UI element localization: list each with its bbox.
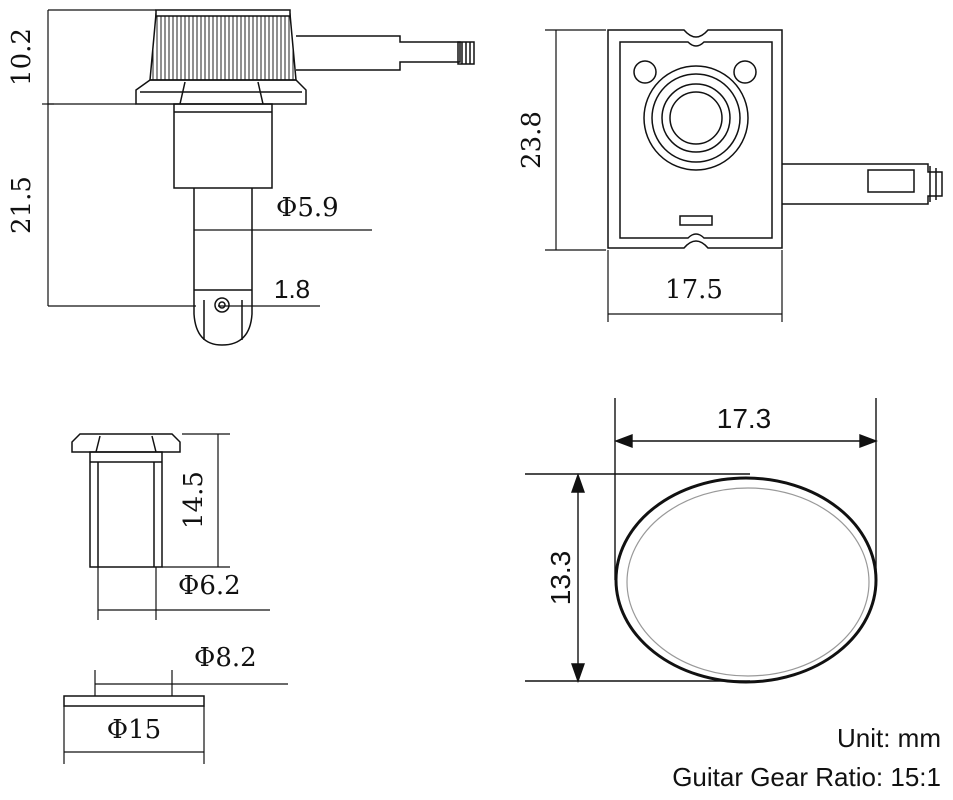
dim-bushing-diameter: Φ6.2 bbox=[178, 571, 241, 601]
bushing-view bbox=[71, 433, 181, 568]
dim-button-height: 13.3 bbox=[545, 551, 576, 606]
bushing-dimension-lines bbox=[97, 433, 270, 620]
dim-washer-outer: Φ15 bbox=[107, 715, 161, 745]
gear-ratio-note: Guitar Gear Ratio: 15:1 bbox=[672, 762, 941, 792]
unit-note: Unit: mm bbox=[837, 723, 941, 753]
dim-button-width: 17.3 bbox=[717, 403, 772, 434]
dim-head-height: 10.2 bbox=[7, 28, 37, 86]
tuner-side-view bbox=[135, 9, 475, 346]
button-dimension-lines bbox=[525, 398, 878, 684]
dim-post-diameter: Φ5.9 bbox=[276, 193, 339, 223]
dim-washer-inner: Φ8.2 bbox=[194, 643, 257, 673]
dim-hole: 1.8 bbox=[274, 274, 310, 304]
button-view bbox=[614, 476, 878, 684]
dim-plate-height: 23.8 bbox=[517, 111, 547, 169]
plate-back-view bbox=[607, 29, 943, 249]
dim-post-length: 21.5 bbox=[7, 176, 37, 234]
view2-dimension-lines bbox=[545, 29, 783, 322]
dim-plate-width: 17.5 bbox=[665, 275, 723, 305]
washer-dimension-lines bbox=[63, 670, 288, 764]
view1-dimension-lines bbox=[42, 9, 372, 307]
washer-view bbox=[63, 695, 205, 707]
dim-bushing-height: 14.5 bbox=[179, 471, 209, 529]
